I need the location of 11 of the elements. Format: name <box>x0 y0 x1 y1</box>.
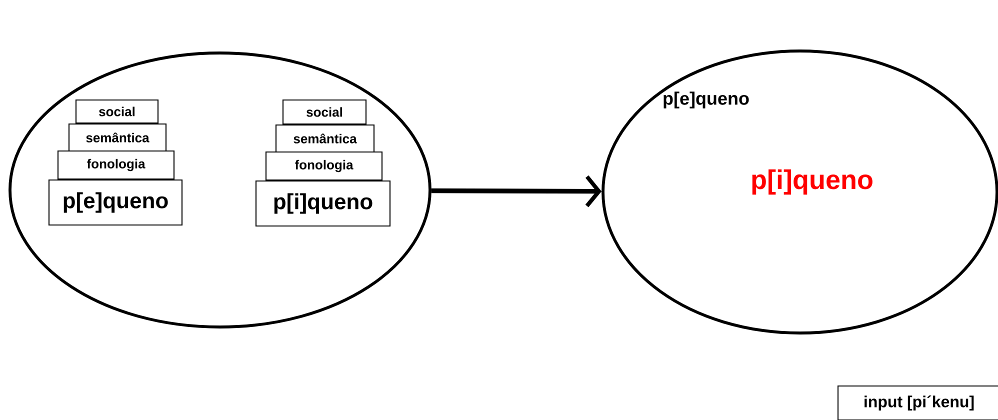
layer-box: social <box>75 99 159 124</box>
arrow <box>431 175 602 208</box>
layer-box: fonologia <box>57 150 175 180</box>
ellipse <box>8 52 432 328</box>
word-box: p[i]queno <box>255 180 391 227</box>
layer-box: fonologia <box>265 151 383 181</box>
layer-box: semântica <box>275 124 375 153</box>
input-box: input [pi´kenu] <box>837 385 998 420</box>
layer-box: social <box>282 99 367 125</box>
word-box: p[e]queno <box>48 179 183 226</box>
layer-box: semântica <box>68 123 167 152</box>
